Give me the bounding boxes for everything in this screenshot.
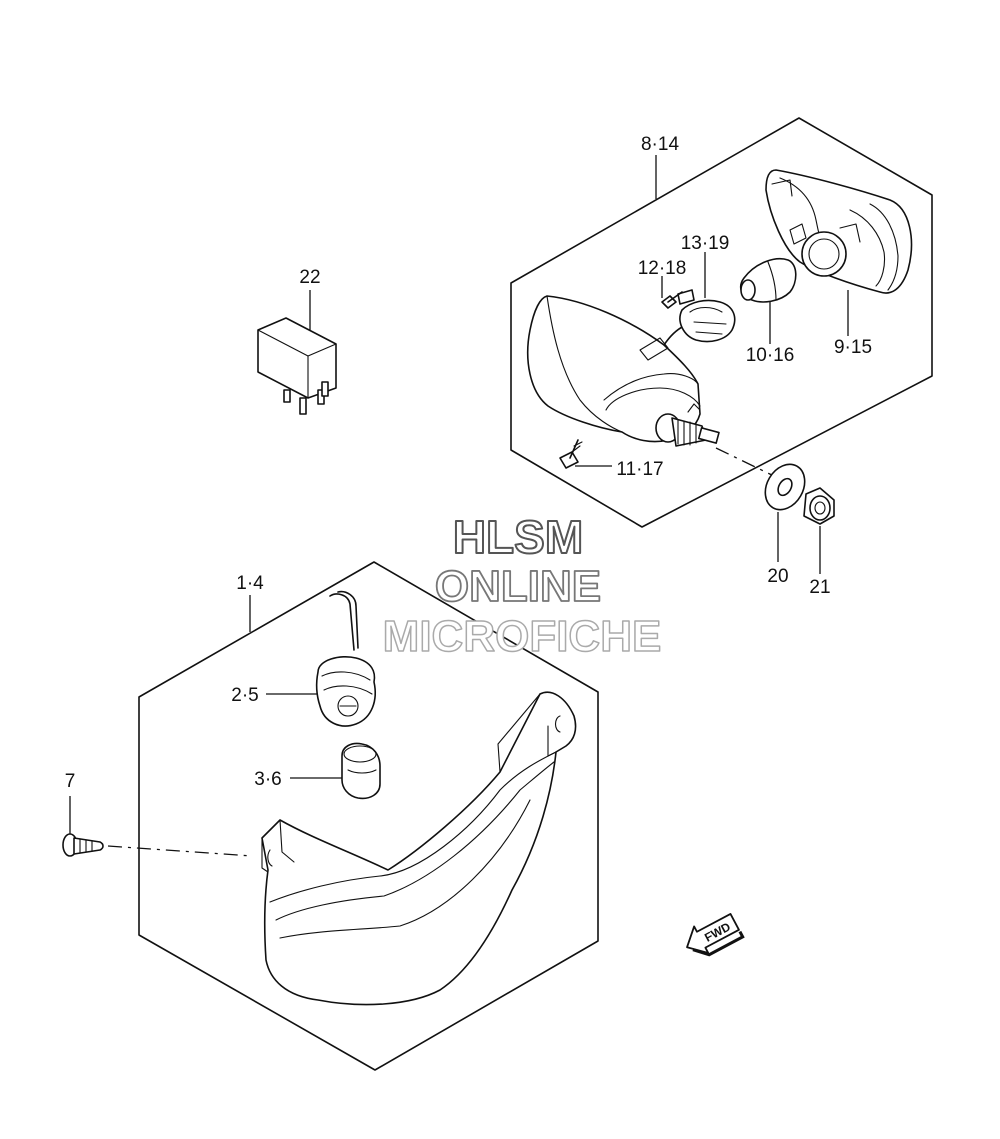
- nut-21: [803, 487, 835, 525]
- callout-13-19: 13·19: [681, 233, 730, 254]
- screw-11-17: [559, 439, 583, 469]
- bulb-socket-upper: [677, 289, 736, 343]
- callout-21: 21: [809, 577, 830, 598]
- watermark-line1: HLSM: [453, 511, 583, 563]
- bulb-10-16: [739, 258, 797, 303]
- screw-12-18: [661, 291, 683, 309]
- watermark: HLSM ONLINE MICROFICHE: [382, 510, 662, 662]
- callout-1-4: 1·4: [236, 573, 264, 594]
- bulb-3-6: [341, 742, 381, 800]
- watermark-line3: MICROFICHE: [383, 612, 662, 661]
- bulb-socket-lower: [315, 590, 376, 727]
- callout-11-17: 11·17: [616, 459, 663, 480]
- front-turn-signal-assembly: [62, 561, 599, 1071]
- front-turn-signal-housing: [261, 691, 577, 1006]
- assembly-box-lower: [138, 561, 599, 1071]
- callout-2-5: 2·5: [231, 685, 258, 706]
- callout-7: 7: [65, 771, 76, 792]
- assembly-box-upper: [510, 117, 933, 528]
- relay-22: [257, 317, 337, 415]
- fwd-arrow-icon: FWD: [686, 913, 745, 957]
- rear-turn-signal-assembly: [510, 117, 933, 574]
- watermark-line2: ONLINE: [435, 562, 601, 611]
- washer-20: [764, 463, 806, 511]
- callout-20: 20: [767, 566, 788, 587]
- callout-22: 22: [299, 267, 320, 288]
- turn-signal-housing: [527, 295, 720, 447]
- callout-12-18: 12·18: [638, 258, 687, 279]
- callout-8-14: 8·14: [641, 134, 679, 155]
- turn-signal-lens: [765, 169, 913, 294]
- callout-10-16: 10·16: [746, 345, 795, 366]
- callout-9-15: 9·15: [834, 337, 872, 358]
- screw-7: [62, 833, 104, 857]
- callout-3-6: 3·6: [254, 769, 281, 790]
